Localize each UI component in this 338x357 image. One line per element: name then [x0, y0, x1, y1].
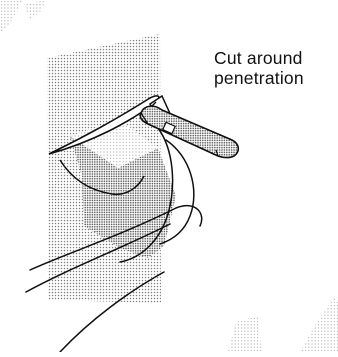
- caption-line-2: penetration: [214, 68, 338, 88]
- caption: Cut around penetration: [214, 48, 338, 88]
- caption-line-1: Cut around: [214, 48, 338, 68]
- stipple-fragment-top-left: [0, 0, 46, 34]
- stipple-fragment-bottom-right: [228, 298, 338, 352]
